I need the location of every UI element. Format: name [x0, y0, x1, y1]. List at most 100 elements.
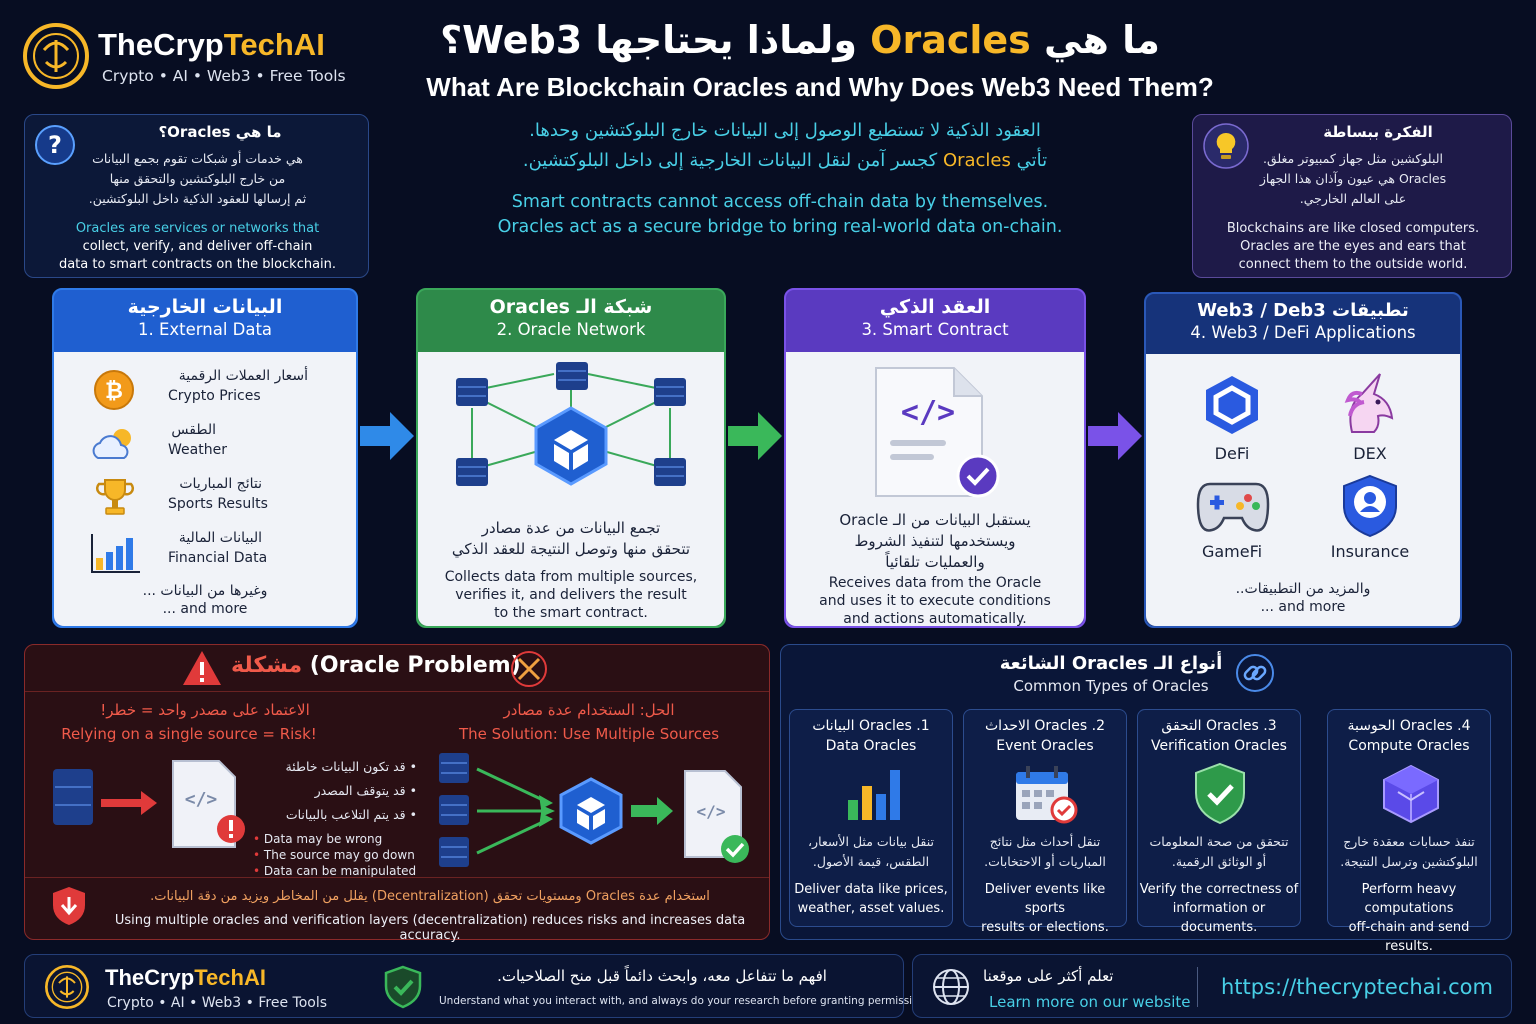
card-title-en: 3. Smart Contract — [861, 320, 1009, 339]
broken-link-icon — [511, 651, 547, 687]
question-icon: ? — [35, 125, 75, 165]
oracle-types-box: أنواع الـ Oracles الشائعة Common Types o… — [780, 644, 1512, 954]
external-item-en: Weather — [168, 442, 227, 458]
footer-notice-en: Understand what you interact with, and a… — [439, 995, 934, 1007]
contract-desc-en: and actions automatically. — [843, 611, 1027, 627]
cube-icon — [559, 777, 623, 845]
external-item-ar: نتائج المباريات — [179, 476, 262, 492]
check-badge-icon — [956, 454, 1000, 498]
app-label: DEX — [1353, 444, 1387, 463]
bitcoin-icon: ₿ — [94, 370, 134, 410]
app-label: DeFi — [1214, 444, 1250, 463]
apps-more-ar: والمزيد من التطبيقات.. — [1235, 581, 1371, 597]
server-icon — [53, 769, 93, 825]
simple-box-title: الفكرة ببساطة — [1323, 123, 1433, 141]
app-label: Insurance — [1330, 542, 1410, 561]
risk-bullet-ar: • قد يتم التلاعب بالبيانات — [285, 807, 417, 822]
footer-brand-name: TheCrypTechAI — [105, 965, 266, 990]
what-box-ar-line: ثم إرسالها للعقود الذكية داخل البلوكتشين… — [88, 191, 307, 206]
problem-title: مشكلة (Oracle Problem) — [231, 653, 521, 678]
simple-box-en-line: Oracles are the eyes and ears that — [1240, 239, 1466, 254]
type-heading-en: Compute Oracles — [1348, 738, 1470, 754]
risk-bullet-en: • Data may be wrong — [253, 832, 383, 846]
type-heading-en: Event Oracles — [996, 738, 1094, 754]
oracle-network-header: شبكة الـ Oracles 2. Oracle Network — [418, 290, 724, 350]
risk-bullet-ar: • قد تكون البيانات خاطئة — [285, 759, 417, 774]
type-heading-en: Data Oracles — [825, 738, 917, 754]
what-are-oracles-box: ? ما هي Oracles؟ هي خدمات أو شبكات تقوم … — [24, 114, 369, 278]
website-link[interactable]: https://thecryptechai.com — [1221, 975, 1493, 999]
what-box-ar-line: هي خدمات أو شبكات تقوم بجمع البيانات — [92, 151, 303, 166]
card-title-en: 2. Oracle Network — [496, 320, 646, 339]
external-item: البيانات المالية Financial Data — [54, 528, 356, 578]
unicorn-icon — [1344, 373, 1394, 433]
chainlink-icon — [1206, 376, 1258, 434]
intro-arabic: العقود الذكية لا تستطيع الوصول إلى البيا… — [420, 116, 1150, 176]
type-card-compute: 4. Oracles الحوسبة Compute Oracles تنفذ ح… — [1327, 709, 1491, 954]
card-title-ar: تطبيقات Web3 / Deb3 — [1197, 300, 1409, 321]
problem-footer-en: Using multiple oracles and verification … — [114, 913, 746, 943]
type-desc-en: Deliver events like sports — [984, 882, 1106, 916]
oracle-network-card: شبكة الـ Oracles 2. Oracle Network — [416, 288, 726, 628]
network-desc-ar: تجمع البيانات من عدة مصادر — [481, 519, 661, 537]
type-desc-ar: تتحقق من صحة المعلومات — [1149, 834, 1289, 849]
app-label: GameFi — [1201, 542, 1263, 561]
solution-ar: الحل: الستخدام عدة مصادر — [503, 701, 675, 719]
simple-box-ar-line: البلوكشين مثل جهاز كمبيوتر مغلق. — [1262, 151, 1444, 166]
page-title-english: What Are Blockchain Oracles and Why Does… — [426, 72, 1214, 102]
what-box-en-line: Oracles are services or networks that — [75, 221, 320, 236]
external-data-header: البيانات الخارجية 1. External Data — [54, 290, 356, 350]
error-badge-icon — [217, 815, 245, 843]
gamepad-icon — [1196, 482, 1270, 532]
warning-icon — [183, 651, 221, 685]
svg-text:</>: </> — [901, 395, 955, 430]
types-title-ar: أنواع الـ Oracles الشائعة — [999, 653, 1223, 674]
bar-chart-icon — [91, 534, 140, 573]
svg-text:₿: ₿ — [105, 379, 123, 404]
external-more-ar: وغيرها من البيانات ... — [142, 583, 268, 599]
oracle-network-diagram — [456, 362, 686, 486]
external-item-en: Financial Data — [168, 550, 268, 566]
type-heading-ar: 3. Oracles التحقق — [1161, 718, 1277, 734]
type-desc-en: weather, asset values. — [797, 901, 945, 916]
external-more-en: ... and more — [162, 601, 248, 617]
external-item-ar: البيانات المالية — [178, 530, 262, 546]
svg-text:</>: </> — [185, 789, 218, 810]
network-desc-en: Collects data from multiple sources, — [444, 569, 698, 585]
type-desc-ar: تنفذ حسابات معقدة خارج — [1343, 834, 1475, 849]
external-data-card: البيانات الخارجية 1. External Data ₿ أسع… — [52, 288, 358, 628]
intro-en-line: Oracles act as a secure bridge to bring … — [497, 217, 1063, 237]
footer-website-bar: تعلم أكثر على موقعنا Learn more on our w… — [912, 954, 1512, 1018]
footer-notice-bar: TheCrypTechAI Crypto • AI • Web3 • Free … — [24, 954, 934, 1018]
network-desc-ar: تتحقق منها وتوصل النتيجة للعقد الذكي — [451, 540, 691, 558]
intro-en-line: Smart contracts cannot access off-chain … — [511, 192, 1049, 212]
check-badge-icon — [721, 835, 749, 863]
what-box-title: ما هي Oracles؟ — [158, 123, 282, 141]
shield-icon — [53, 887, 85, 925]
server-icon — [439, 753, 469, 867]
arrow-right-icon — [728, 412, 782, 460]
svg-text:</>: </> — [697, 802, 726, 821]
intro-english: Smart contracts cannot access off-chain … — [440, 190, 1120, 240]
contract-desc-en: and uses it to execute conditions — [819, 593, 1051, 609]
svg-text:?: ? — [48, 131, 62, 159]
bar-chart-icon — [848, 770, 900, 820]
type-desc-ar: الطقس، قيمة الأصول. — [812, 854, 930, 869]
type-heading-en: Verification Oracles — [1151, 738, 1287, 754]
simple-box-en-line: Blockchains are like closed computers. — [1226, 221, 1480, 236]
type-heading-ar: 4. Oracles الحوسبة — [1347, 718, 1471, 734]
multi-source-diagram: </> — [439, 753, 749, 867]
footer-learn-ar: تعلم أكثر على موقعنا — [983, 967, 1114, 985]
problem-footer-ar: استخدام عدة Oracles ومستويات تحقق (Decen… — [150, 889, 710, 904]
type-heading-ar: 2. Oracles الاحداث — [984, 718, 1106, 734]
arrow-right-icon — [360, 412, 414, 460]
contract-desc-ar: والعمليات تلقائياً — [885, 553, 985, 571]
calendar-icon — [1016, 766, 1078, 824]
intro-ar-line: العقود الذكية لا تستطيع الوصول إلى البيا… — [529, 120, 1041, 141]
single-source-diagram: </> — [53, 760, 245, 848]
